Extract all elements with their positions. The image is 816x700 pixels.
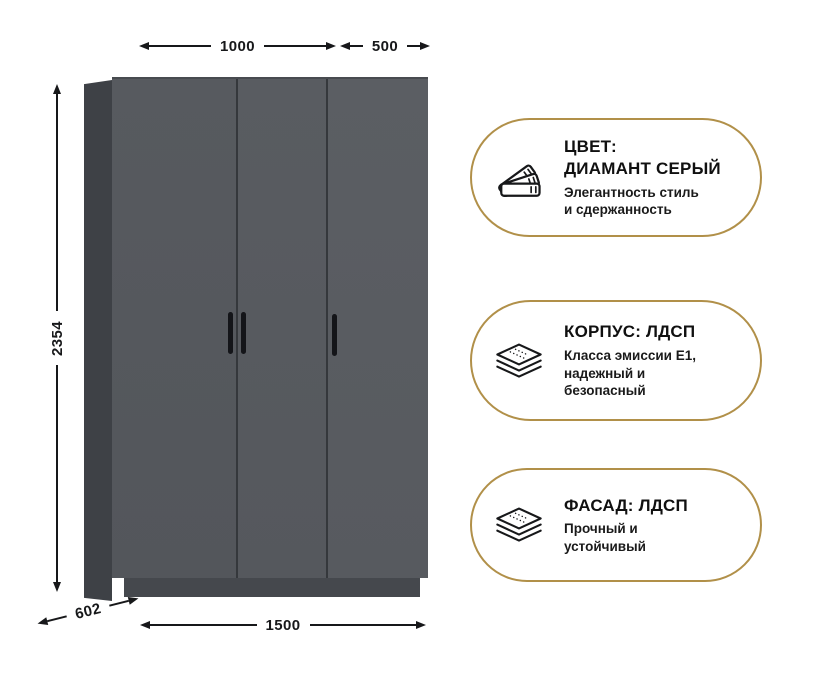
arrow-left-icon [36, 617, 49, 628]
dimension-bottom-value: 1500 [265, 616, 301, 634]
dimension-line [350, 45, 363, 47]
dimension-height-label: 2354 [40, 311, 75, 365]
feature-badge-color: ЦВЕТ: ДИАМАНТ СЕРЫЙ Элегантность стиль и… [470, 118, 762, 237]
arrow-right-icon [127, 594, 140, 605]
dimension-height: 2354 [46, 84, 68, 592]
layers-graphic [496, 342, 542, 378]
arrow-left-icon [140, 621, 150, 629]
arrow-right-icon [416, 621, 427, 629]
dimension-line [309, 624, 417, 626]
badge-subtitle: Класса эмиссии Е1, надежный и безопасный [564, 347, 696, 400]
dimension-line [150, 624, 257, 626]
badge-title: ЦВЕТ: ДИАМАНТ СЕРЫЙ [564, 136, 721, 180]
door-handle-left [228, 312, 233, 354]
badge-subtitle: Прочный и устойчивый [564, 520, 688, 555]
color-fan-graphic [498, 164, 541, 197]
dimension-top-right: 500 [340, 37, 431, 55]
dimension-height-value: 2354 [48, 320, 66, 356]
badge-title-line: ФАСАД: ЛДСП [564, 495, 688, 515]
dimension-line [109, 599, 130, 607]
badge-title-line: ЦВЕТ: [564, 137, 617, 157]
arrow-left-icon [139, 42, 149, 50]
arrow-up-icon [53, 84, 61, 94]
badge-text-block: КОРПУС: ЛДСП Класса эмиссии Е1, надежный… [564, 321, 696, 399]
dimension-line [56, 365, 58, 582]
layered-board-icon [488, 499, 550, 551]
color-swatches-icon [488, 150, 550, 206]
wardrobe-side-panel [84, 80, 112, 601]
arrow-right-icon [420, 42, 431, 50]
dimension-bottom: 1500 [140, 616, 427, 634]
wardrobe-front [112, 77, 428, 578]
badge-subtitle: Элегантность стиль и сдержанность [564, 184, 721, 219]
badge-title-line: КОРПУС: ЛДСП [564, 322, 696, 342]
feature-badge-facade: ФАСАД: ЛДСП Прочный и устойчивый [470, 468, 762, 582]
layers-graphic [496, 507, 542, 542]
dimension-line [56, 94, 58, 311]
badge-subtitle-line: безопасный [564, 383, 646, 399]
badge-subtitle-line: Класса эмиссии Е1, [564, 348, 696, 364]
badge-title-line: ДИАМАНТ СЕРЫЙ [564, 158, 721, 178]
layered-board-icon [488, 335, 550, 387]
arrow-down-icon [53, 582, 61, 592]
badge-subtitle-line: устойчивый [564, 538, 646, 554]
dimension-top-left-value: 1000 [220, 37, 255, 55]
dimension-line [47, 615, 67, 623]
badge-text-block: ФАСАД: ЛДСП Прочный и устойчивый [564, 495, 688, 556]
wardrobe-door-right [328, 79, 428, 578]
wardrobe-door-left [112, 79, 236, 578]
badge-subtitle-line: Прочный и [564, 521, 638, 537]
badge-subtitle-line: Элегантность стиль [564, 184, 699, 200]
badge-subtitle-line: и сдержанность [564, 202, 672, 218]
door-handle-right [332, 314, 337, 356]
badge-title: ФАСАД: ЛДСП [564, 495, 688, 517]
dimension-top-right-value: 500 [371, 37, 399, 55]
dimension-line [407, 45, 421, 47]
door-handle-middle [241, 312, 246, 354]
dimension-top-left: 1000 [139, 37, 337, 55]
badge-text-block: ЦВЕТ: ДИАМАНТ СЕРЫЙ Элегантность стиль и… [564, 136, 721, 219]
badge-title: КОРПУС: ЛДСП [564, 321, 696, 343]
dimension-line [264, 45, 327, 47]
arrow-right-icon [326, 42, 337, 50]
dimension-line [149, 45, 212, 47]
wardrobe-plinth [124, 578, 420, 597]
wardrobe-door-middle [238, 79, 326, 578]
arrow-left-icon [340, 42, 350, 50]
badge-subtitle-line: надежный и [564, 365, 646, 381]
feature-badge-body: КОРПУС: ЛДСП Класса эмиссии Е1, надежный… [470, 300, 762, 421]
dimension-depth-value: 602 [73, 599, 103, 623]
